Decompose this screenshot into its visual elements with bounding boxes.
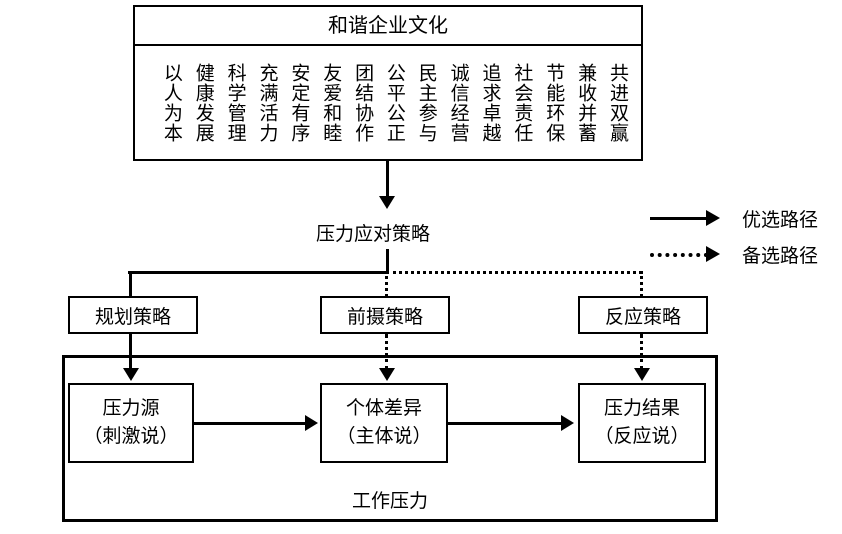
culture-column: 友爱和睦 [320,62,342,143]
connector-reactive-to-outcome [640,334,643,370]
connector-planning-to-stressor [129,334,132,370]
connector-bus-dotted-right [386,271,642,274]
model-box-individual-difference-line1: 个体差异 [345,398,422,420]
model-box-stress-outcome-line1: 压力结果 [603,398,680,420]
solid-arrow-icon [650,210,732,226]
strategy-box-planning-label: 规划策略 [94,306,171,328]
culture-column: 兼收并蓄 [575,62,597,143]
strategy-box-proactive[interactable]: 前摄策略 [320,296,450,334]
culture-column: 追求卓越 [479,62,501,143]
connector-culture-to-coping [386,161,389,198]
model-box-stressor-line2: （刺激说） [83,426,179,447]
culture-panel: 和谐企业文化 以人为本 健康发展 科学管理 充满活力 安定有序 友爱和睦 团结协… [133,5,643,161]
arrowhead-stressor-to-individual [305,415,318,431]
culture-column: 科学管理 [224,62,246,143]
work-stress-container: 工作压力 [62,355,718,522]
model-box-individual-difference[interactable]: 个体差异 （主体说） [320,383,448,463]
legend-item-preferred-path-label: 优选路径 [742,209,819,231]
culture-column: 诚信经营 [447,62,469,143]
strategy-box-proactive-label: 前摄策略 [346,306,423,328]
model-box-stressor[interactable]: 压力源 （刺激说） [68,383,194,463]
connector-stressor-to-individual [194,422,306,425]
dotted-arrow-icon [650,246,732,262]
culture-panel-title: 和谐企业文化 [135,7,641,46]
connector-individual-to-outcome [448,422,562,425]
culture-column: 社会责任 [511,62,533,143]
culture-column: 充满活力 [256,62,278,143]
legend-item-alternate-path-label: 备选路径 [742,245,819,267]
coping-strategy-label: 压力应对策略 [316,224,431,245]
model-box-stressor-line1: 压力源 [102,398,160,420]
culture-value-columns: 以人为本 健康发展 科学管理 充满活力 安定有序 友爱和睦 团结协作 公平公正 … [135,46,641,159]
culture-column: 以人为本 [160,62,182,143]
connector-bus-to-reactive [640,271,643,297]
work-stress-container-label: 工作压力 [351,491,428,512]
legend-item-alternate-path: 备选路径 [650,236,840,272]
culture-column: 安定有序 [288,62,310,143]
strategy-box-reactive[interactable]: 反应策略 [578,296,708,334]
arrowhead-culture-to-coping [379,196,395,209]
connector-coping-stem [386,249,389,272]
arrowhead-individual-to-outcome [561,415,574,431]
legend: 优选路径 备选路径 [650,200,840,272]
arrowhead-planning-to-stressor [123,368,139,381]
strategy-box-planning[interactable]: 规划策略 [68,296,198,334]
model-box-stress-outcome[interactable]: 压力结果 （反应说） [578,383,706,463]
connector-bus-to-proactive [385,271,388,297]
culture-column: 公平公正 [383,62,405,143]
connector-proactive-to-individual [385,334,388,370]
arrowhead-proactive-to-individual [379,368,395,381]
arrowhead-reactive-to-outcome [634,368,650,381]
connector-bus-solid-left [128,271,388,274]
culture-column: 健康发展 [192,62,214,143]
culture-column: 团结协作 [352,62,374,143]
culture-column: 共进双赢 [606,62,628,143]
strategy-box-reactive-label: 反应策略 [604,306,681,328]
culture-column: 民主参与 [415,62,437,143]
model-box-stress-outcome-line2: （反应说） [594,426,690,447]
culture-column: 节能环保 [543,62,565,143]
legend-item-preferred-path: 优选路径 [650,200,840,236]
connector-bus-to-planning [129,271,132,297]
model-box-individual-difference-line2: （主体说） [336,426,432,447]
